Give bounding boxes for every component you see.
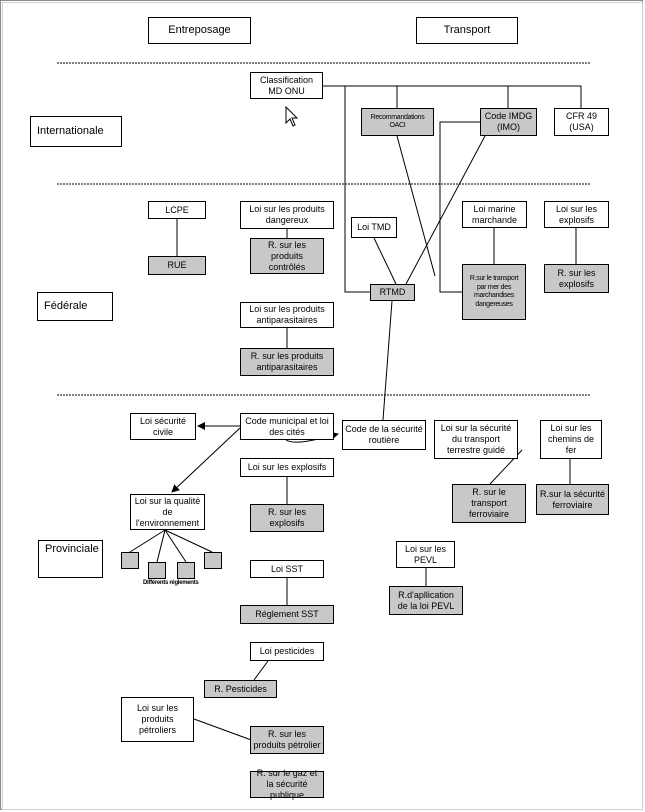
r-produits-antiparasitaires: R. sur les produits antiparasitaires — [240, 348, 334, 376]
r-transport-par-mer: R.sur le transport par mer des marchandi… — [462, 264, 526, 320]
connector — [156, 529, 166, 563]
mouse-cursor — [285, 105, 299, 127]
connector — [344, 86, 370, 293]
r-securite-ferroviaire: R.sur la sécurité ferroviaire — [536, 484, 609, 515]
loi-qualite-environnement: Loi sur la qualité de l'environnement — [130, 494, 205, 530]
reglement-square — [121, 552, 139, 569]
connector — [164, 529, 187, 563]
r-transport-ferroviaire: R. sur le transport ferroviaire — [452, 484, 526, 523]
r-gaz-securite-publique: R. sur le gaz et la sécurité publique — [250, 768, 324, 800]
connector — [322, 85, 582, 108]
code-imdg: Code IMDG (IMO) — [480, 108, 537, 136]
connector — [405, 135, 486, 285]
connector — [396, 135, 436, 277]
lcpe: LCPE — [148, 201, 206, 219]
connector — [129, 529, 166, 553]
recommandations-oaci: Recommandations OACI — [361, 108, 434, 136]
loi-sst: Loi SST — [250, 560, 324, 578]
loi-tmd: Loi TMD — [351, 217, 397, 238]
reglement-square — [148, 562, 166, 579]
r-produits-controles: R. sur les produits contrôlés — [250, 238, 324, 274]
r-pesticides: R. Pesticides — [204, 680, 277, 698]
loi-produits-petroliers: Loi sur les produits pétroliers — [121, 697, 194, 742]
r-produits-petrolier: R. sur les produits pétrolier — [250, 726, 324, 754]
reglement-square — [204, 552, 222, 569]
r-explosifs-federal: R. sur les explosifs — [544, 264, 609, 293]
loi-securite-civile: Loi sécurité civile — [130, 413, 196, 440]
loi-explosifs-provincial: Loi sur les explosifs — [240, 458, 334, 477]
reglement-square — [177, 562, 195, 579]
loi-explosifs-federal: Loi sur les explosifs — [544, 201, 609, 228]
level-international: Internationale — [30, 116, 122, 147]
rtmd: RTMD — [370, 284, 415, 301]
loi-marine-marchande: Loi marine marchande — [462, 201, 527, 228]
loi-pesticides: Loi pesticides — [250, 642, 324, 661]
level-federal: Fédérale — [37, 292, 113, 321]
cfr-49: CFR 49 (USA) — [554, 108, 609, 136]
connector — [164, 529, 213, 553]
section-dividers — [57, 62, 590, 396]
header-storage: Entreposage — [148, 17, 251, 44]
code-municipal: Code municipal et loi des cités — [240, 413, 334, 440]
r-explosifs-provincial: R. sur les explosifs — [250, 504, 324, 532]
loi-chemins-de-fer: Loi sur les chemins de fer — [540, 420, 602, 459]
level-provincial: Provinciale — [38, 540, 103, 578]
r-application-pevl: R.d'apllication de la loi PEVL — [389, 586, 463, 615]
loi-transport-terrestre-guide: Loi sur la sécurité du transport terrest… — [434, 420, 518, 459]
differents-reglements-label: Différents réglements — [143, 580, 199, 586]
code-securite-routiere: Code de la sécurité routière — [342, 420, 426, 450]
connector — [193, 718, 255, 742]
loi-produits-antiparasitaires: Loi sur les produits antiparasitaires — [240, 302, 334, 328]
connector — [382, 300, 393, 421]
reglement-sst: Réglement SST — [240, 605, 334, 624]
classification-md-onu: Classification MD ONU — [250, 72, 323, 99]
loi-pevl: Loi sur les PEVL — [396, 541, 455, 568]
connector — [253, 660, 269, 681]
connector — [373, 237, 397, 285]
rue: RUE — [148, 256, 206, 275]
connector — [171, 427, 241, 493]
connector — [439, 121, 480, 293]
header-transport: Transport — [416, 17, 518, 44]
loi-produits-dangereux: Loi sur les produits dangereux — [240, 201, 334, 229]
